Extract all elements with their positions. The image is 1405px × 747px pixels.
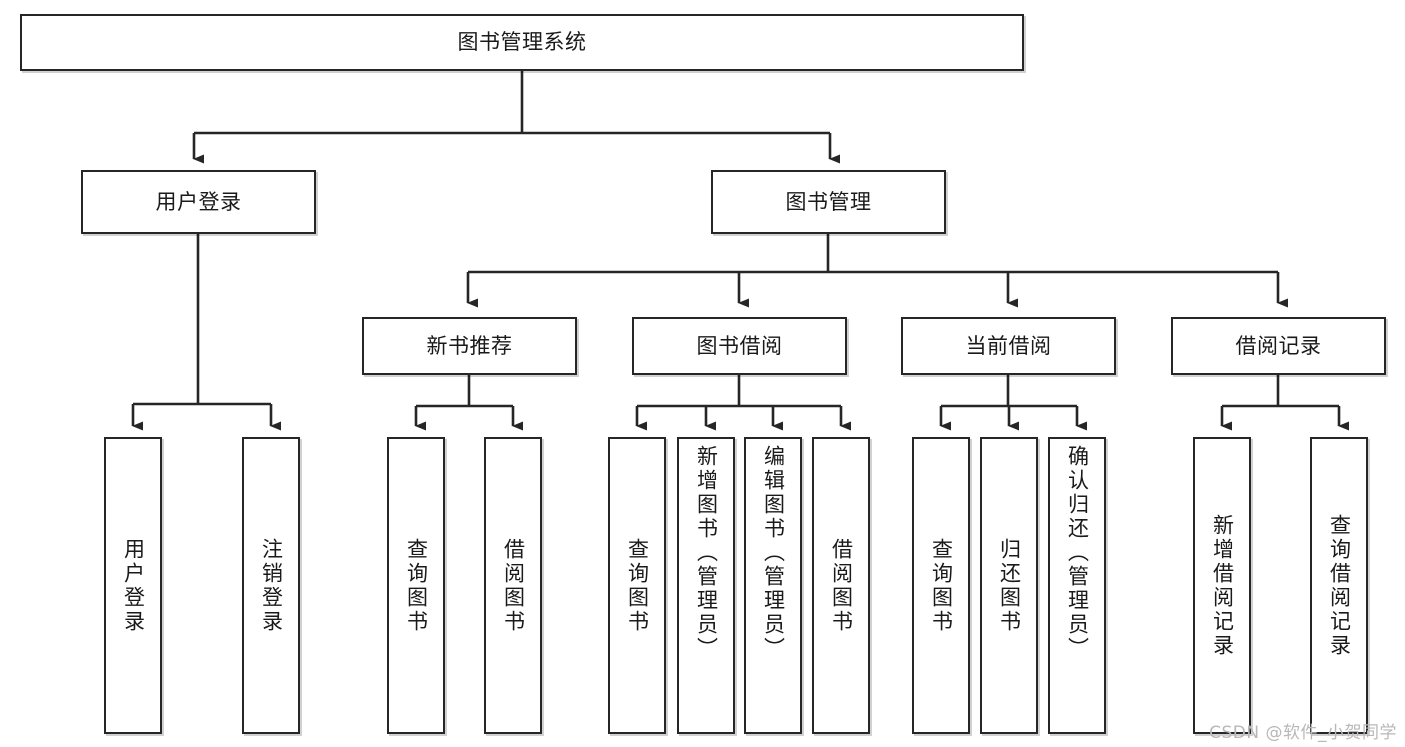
- leaf-borrow-add-book-admin[interactable]: 新增图书（管理员）: [677, 437, 735, 734]
- csdn-watermark: CSDN @软件_小贺同学: [1209, 723, 1397, 743]
- leaf-current-return-book[interactable]: 归还图书: [980, 437, 1038, 734]
- node-label: 图书管理系统: [457, 30, 587, 55]
- node-label: 注销登录: [259, 537, 284, 634]
- node-label: 新增借阅记录: [1210, 513, 1235, 658]
- node-borrow-record[interactable]: 借阅记录: [1171, 317, 1386, 375]
- leaf-borrow-borrow-book[interactable]: 借阅图书: [812, 437, 870, 734]
- node-book-management[interactable]: 图书管理: [711, 170, 946, 234]
- node-label: 查询图书: [404, 537, 429, 634]
- node-new-book-recommend[interactable]: 新书推荐: [362, 317, 577, 375]
- leaf-borrow-query-book[interactable]: 查询图书: [608, 437, 666, 734]
- leaf-current-confirm-return-admin[interactable]: 确认归还（管理员）: [1048, 437, 1106, 734]
- leaf-recommend-query-book[interactable]: 查询图书: [387, 437, 445, 734]
- node-label: 查询图书: [625, 537, 650, 634]
- node-label: 图书借阅: [696, 333, 783, 358]
- node-label: 编辑图书（管理员）: [761, 445, 786, 661]
- leaf-recommend-borrow-book[interactable]: 借阅图书: [484, 437, 542, 734]
- node-current-borrow[interactable]: 当前借阅: [901, 317, 1116, 375]
- node-label: 查询借阅记录: [1327, 513, 1352, 658]
- node-label: 借阅图书: [829, 537, 854, 634]
- node-label: 当前借阅: [965, 333, 1052, 358]
- leaf-record-add-record[interactable]: 新增借阅记录: [1193, 437, 1251, 734]
- node-user-login[interactable]: 用户登录: [81, 170, 316, 234]
- node-label: 确认归还（管理员）: [1065, 445, 1090, 661]
- node-label: 新书推荐: [426, 333, 513, 358]
- node-label: 查询图书: [929, 537, 954, 634]
- node-label: 借阅记录: [1235, 333, 1322, 358]
- node-label: 新增图书（管理员）: [694, 445, 719, 661]
- leaf-user-login-signin[interactable]: 用户登录: [104, 437, 162, 734]
- node-book-borrow[interactable]: 图书借阅: [632, 317, 847, 375]
- node-label: 借阅图书: [501, 537, 526, 634]
- leaf-user-login-signout[interactable]: 注销登录: [242, 437, 300, 734]
- node-label: 归还图书: [997, 537, 1022, 634]
- node-label: 用户登录: [121, 537, 146, 634]
- leaf-record-query-record[interactable]: 查询借阅记录: [1310, 437, 1368, 734]
- node-label: 用户登录: [155, 189, 242, 214]
- node-label: 图书管理: [785, 189, 872, 214]
- leaf-borrow-edit-book-admin[interactable]: 编辑图书（管理员）: [744, 437, 802, 734]
- node-root-system[interactable]: 图书管理系统: [20, 14, 1024, 71]
- leaf-current-query-book[interactable]: 查询图书: [912, 437, 970, 734]
